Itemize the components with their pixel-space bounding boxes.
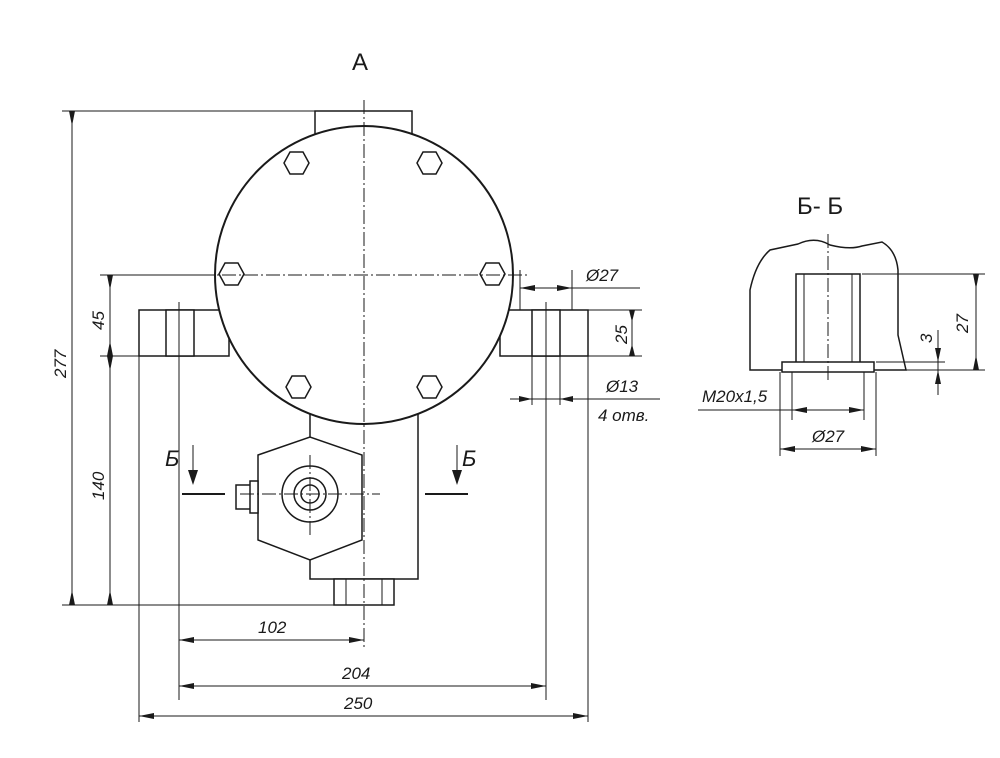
main-view: А [51,49,660,722]
dim-boss-diameter: Ø27 [519,266,640,310]
cut-marker-right-label: Б [462,446,476,471]
dim-flange-offset-text: 45 [89,311,108,330]
dim-hole-count-text: 4 отв. [598,406,649,425]
dim-flange-thickness: 25 [588,309,642,357]
dim-lower-height: 140 [89,356,113,605]
main-view-label: А [352,49,368,76]
cut-marker-right: Б [425,445,476,495]
dim-mount-hole-spacing: 204 [179,664,546,689]
bolt-left-icon [218,262,245,286]
bolt-right-icon [479,262,506,286]
bolt-top-left-icon [283,151,310,175]
dim-section-counterbore-text: 3 [917,333,936,343]
section-view-label: Б- Б [797,193,843,220]
dim-flange-thickness-text: 25 [612,325,631,345]
bolt-bottom-right-icon [416,375,443,399]
bolt-top-right-icon [416,151,443,175]
section-hatched-body [749,239,907,371]
cut-marker-left: Б [165,445,225,495]
bolt-bottom-left-icon [285,375,312,399]
dim-mount-hole-spacing-text: 204 [341,664,370,683]
dim-hole-diameter-text: Ø13 [605,377,639,396]
dim-section-thread-text: M20x1,5 [702,387,768,406]
dim-half-mount-width-text: 102 [258,618,287,637]
dim-overall-width-text: 250 [343,694,373,713]
section-view: Б- Б 27 3 [698,193,985,456]
right-mounting-flange [499,302,589,700]
cut-marker-left-label: Б [165,446,179,471]
dim-section-depth: 27 [862,273,985,371]
dim-boss-diameter-text: Ø27 [585,266,619,285]
left-mounting-flange [138,302,230,700]
dim-lower-height-text: 140 [89,471,108,500]
dim-hole-diameter: Ø13 4 отв. [510,356,660,425]
dim-overall-width: 250 [138,356,589,722]
cover-bolts [218,151,506,399]
dim-section-depth-text: 27 [953,314,972,334]
side-inlet-boss [235,436,363,561]
dim-section-bore-diameter-text: Ø27 [811,427,845,446]
dim-overall-height-text: 277 [51,349,70,379]
dim-section-counterbore: 3 [876,330,945,395]
dim-half-mount-width: 102 [179,618,364,643]
dim-section-bore-diameter: Ø27 [779,372,877,456]
dim-section-thread: M20x1,5 [698,372,865,420]
dim-flange-offset: 45 [89,274,215,357]
